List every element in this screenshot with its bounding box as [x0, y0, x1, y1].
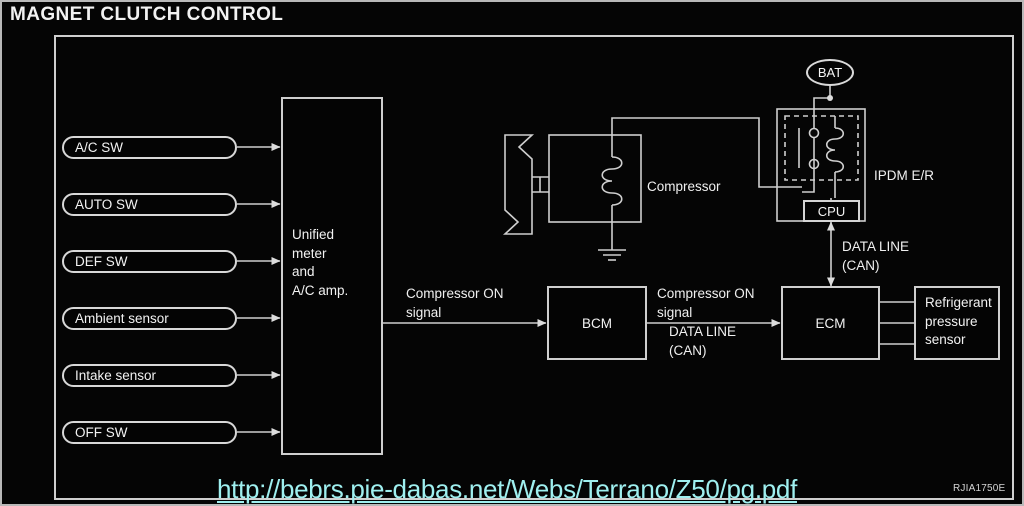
page-title: MAGNET CLUTCH CONTROL: [10, 4, 284, 25]
input-pill-label: Ambient sensor: [75, 311, 169, 326]
cpu-block[interactable]: CPU: [803, 200, 860, 222]
diagram-frame: [54, 35, 1014, 500]
battery-label: BAT: [817, 65, 843, 80]
figure-code-label: RJIA1750E: [953, 483, 1006, 494]
input-pill-off-sw[interactable]: OFF SW: [62, 421, 237, 444]
data-line-can-horizontal-label: DATA LINE (CAN): [669, 324, 737, 358]
battery-node[interactable]: BAT: [806, 59, 854, 86]
input-pill-label: A/C SW: [75, 140, 124, 155]
compressor-label: Compressor: [647, 179, 721, 194]
bcm-block[interactable]: BCM: [547, 286, 647, 360]
input-pill-auto-sw[interactable]: AUTO SW: [62, 193, 237, 216]
compressor-on-signal-left-label: Compressor ON signal: [406, 286, 504, 320]
refrigerant-pressure-sensor-label: Refrigerant pressure sensor: [925, 295, 992, 347]
ipdm-er-label: IPDM E/R: [874, 168, 935, 183]
input-pill-label: OFF SW: [75, 425, 128, 440]
unified-meter-label: Unified meter and A/C amp.: [292, 227, 349, 298]
input-pill-label: Intake sensor: [75, 368, 157, 383]
compressor-on-signal-right-label: Compressor ON signal: [657, 286, 755, 320]
input-pill-label: DEF SW: [75, 254, 128, 269]
cpu-label: CPU: [817, 203, 846, 219]
unified-meter-ac-amp-block[interactable]: Unified meter and A/C amp.: [281, 97, 383, 455]
source-url-overlay[interactable]: http://bebrs.pie-dabas.net/Webs/Terrano/…: [217, 474, 797, 504]
bcm-label: BCM: [582, 315, 612, 331]
input-pill-ambient-sensor[interactable]: Ambient sensor: [62, 307, 237, 330]
input-pill-ac-sw[interactable]: A/C SW: [62, 136, 237, 159]
input-pill-intake-sensor[interactable]: Intake sensor: [62, 364, 237, 387]
input-pill-label: AUTO SW: [75, 197, 138, 212]
refrigerant-pressure-sensor-block[interactable]: Refrigerant pressure sensor: [914, 286, 1000, 360]
data-line-can-vertical-label: DATA LINE (CAN): [842, 239, 910, 273]
ecm-label: ECM: [815, 315, 846, 331]
input-pill-def-sw[interactable]: DEF SW: [62, 250, 237, 273]
ecm-block[interactable]: ECM: [781, 286, 880, 360]
